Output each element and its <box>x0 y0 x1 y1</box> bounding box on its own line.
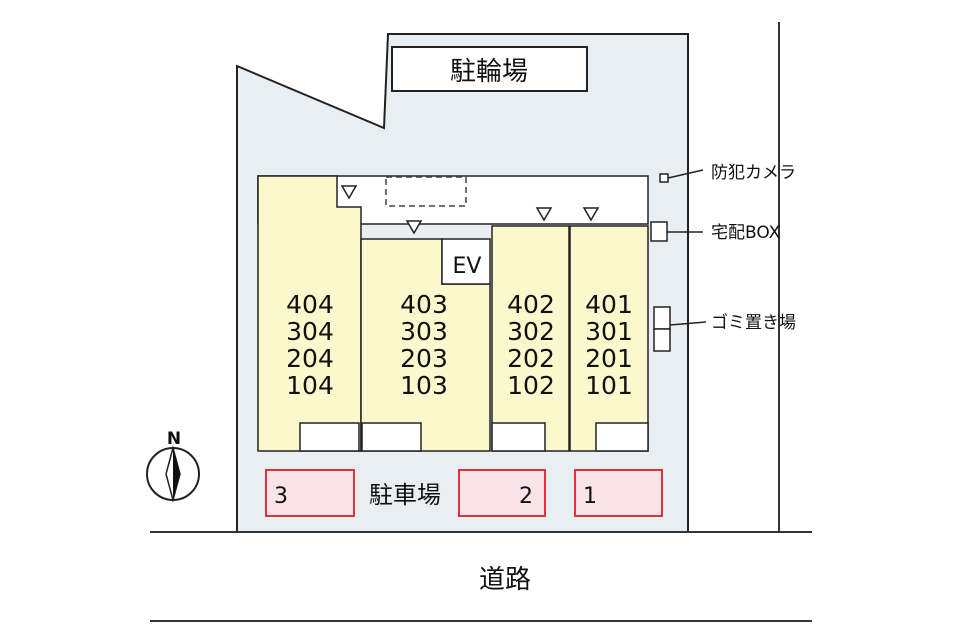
unit-number: 404 <box>286 290 334 319</box>
unit-block-2 <box>491 225 570 452</box>
unit-block-1 <box>569 225 649 452</box>
security-camera-label: 防犯カメラ <box>711 163 796 183</box>
unit-number: 103 <box>400 371 448 400</box>
security-camera-icon <box>659 173 669 183</box>
unit-number: 204 <box>286 344 334 373</box>
entrance-marker <box>582 207 600 222</box>
entrance-marker <box>405 220 423 235</box>
unit-number: 301 <box>585 317 633 346</box>
unit-number: 302 <box>507 317 555 346</box>
road-label: 道路 <box>479 565 531 595</box>
balcony <box>595 422 649 452</box>
parking-space-number: 2 <box>519 484 533 509</box>
unit-number: 101 <box>585 371 633 400</box>
dashed-area <box>385 176 467 207</box>
garbage-area-label: ゴミ置き場 <box>711 312 796 333</box>
parking-space-3 <box>265 469 355 517</box>
unit-number: 401 <box>585 290 633 319</box>
parking-space-2 <box>458 469 546 517</box>
bicycle-parking-label: 駐輪場 <box>450 57 528 87</box>
entrance-marker <box>340 185 358 200</box>
unit-number: 201 <box>585 344 633 373</box>
elevator-box <box>441 238 491 285</box>
unit-number: 104 <box>286 371 334 400</box>
elevator-label: EV <box>453 254 482 279</box>
unit-number: 303 <box>400 317 448 346</box>
entrance-marker <box>535 207 553 222</box>
unit-number: 304 <box>286 317 334 346</box>
balcony <box>491 422 546 452</box>
callout-line <box>669 321 707 326</box>
unit-number: 202 <box>507 344 555 373</box>
unit-number: 403 <box>400 290 448 319</box>
unit-number: 102 <box>507 371 555 400</box>
balcony <box>299 422 360 452</box>
parking-space-number: 1 <box>583 484 597 509</box>
unit-number: 203 <box>400 344 448 373</box>
compass-north-label: N <box>167 429 181 449</box>
delivery-box-label: 宅配BOX <box>711 223 781 243</box>
delivery-box-icon <box>650 221 668 242</box>
balcony <box>361 422 422 452</box>
bicycle-parking-box <box>391 46 588 92</box>
north-compass-icon: N <box>146 429 200 503</box>
garbage-area-icon <box>653 328 671 352</box>
parking-space-number: 3 <box>274 484 288 509</box>
parking-space-1 <box>574 469 663 517</box>
unit-number: 402 <box>507 290 555 319</box>
callout-line <box>667 169 704 179</box>
unit-block-4 <box>257 175 362 452</box>
garbage-area-icon <box>653 306 671 330</box>
parking-label: 駐車場 <box>369 481 441 509</box>
